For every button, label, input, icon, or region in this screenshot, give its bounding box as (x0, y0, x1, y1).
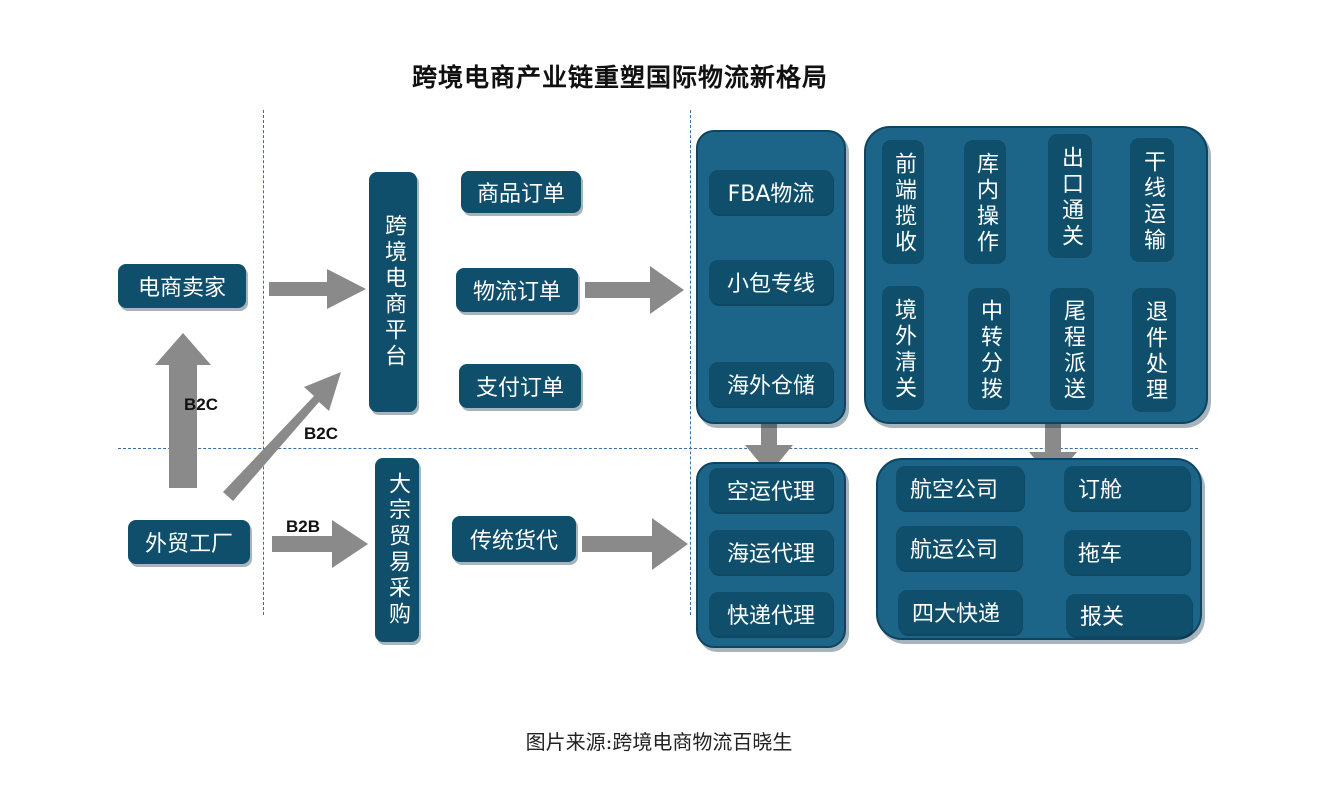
image-source-caption: 图片来源:跨境电商物流百晓生 (525, 730, 793, 754)
diagram-title: 跨境电商产业链重塑国际物流新格局 (412, 63, 829, 92)
node-ecommerce-platform: 跨境电商平台 (369, 172, 417, 412)
node-bulk-trade: 大宗贸易采购 (375, 458, 419, 642)
node-goods-order: 商品订单 (461, 171, 581, 213)
divider-horizontal (118, 448, 1198, 449)
label-b2c-up: B2C (184, 395, 219, 414)
node-express-agent: 快递代理 (709, 592, 833, 636)
node-air-agent: 空运代理 (709, 468, 833, 512)
arrow-factory-to-seller (155, 333, 211, 488)
node-payment-order: 支付订单 (459, 364, 581, 408)
divider-left (263, 110, 264, 615)
node-customs-declaration: 报关 (1066, 594, 1192, 636)
node-fba: FBA物流 (709, 170, 833, 214)
arrow-modes-to-agents (745, 412, 793, 474)
node-ecommerce-seller: 电商卖家 (118, 264, 246, 308)
arrow-factory-to-bulk (272, 520, 368, 568)
node-small-parcel: 小包专线 (709, 260, 833, 304)
node-service-last-mile: 尾程派送 (1050, 288, 1094, 410)
divider-right (690, 110, 691, 615)
node-service-line-haul: 干线运输 (1130, 138, 1174, 262)
node-logistics-order: 物流订单 (456, 268, 578, 312)
node-shipping-company: 航运公司 (896, 526, 1022, 570)
node-traditional-forwarding: 传统货代 (452, 516, 576, 562)
node-service-import-clearance: 境外清关 (882, 286, 924, 410)
arrow-factory-to-platform (223, 372, 341, 501)
node-big-four-express: 四大快递 (898, 590, 1022, 634)
node-trade-factory: 外贸工厂 (128, 520, 250, 564)
label-b2c-diagonal: B2C (304, 424, 339, 443)
node-service-pickup: 前端揽收 (882, 140, 924, 264)
node-service-export-clearance: 出口通关 (1048, 134, 1092, 258)
arrow-order-to-logistics (585, 266, 684, 314)
node-airline: 航空公司 (896, 466, 1024, 510)
node-sea-agent: 海运代理 (709, 530, 833, 574)
node-service-returns: 退件处理 (1132, 288, 1176, 412)
node-booking: 订舱 (1064, 466, 1190, 510)
arrow-forwarding-to-agents (582, 518, 688, 570)
label-b2b: B2B (286, 517, 321, 536)
node-service-transfer: 中转分拨 (968, 288, 1010, 410)
node-service-warehouse-ops: 库内操作 (964, 140, 1006, 264)
node-overseas-warehouse: 海外仓储 (709, 362, 833, 406)
arrow-seller-to-platform (269, 269, 366, 309)
node-trucking: 拖车 (1064, 530, 1190, 574)
